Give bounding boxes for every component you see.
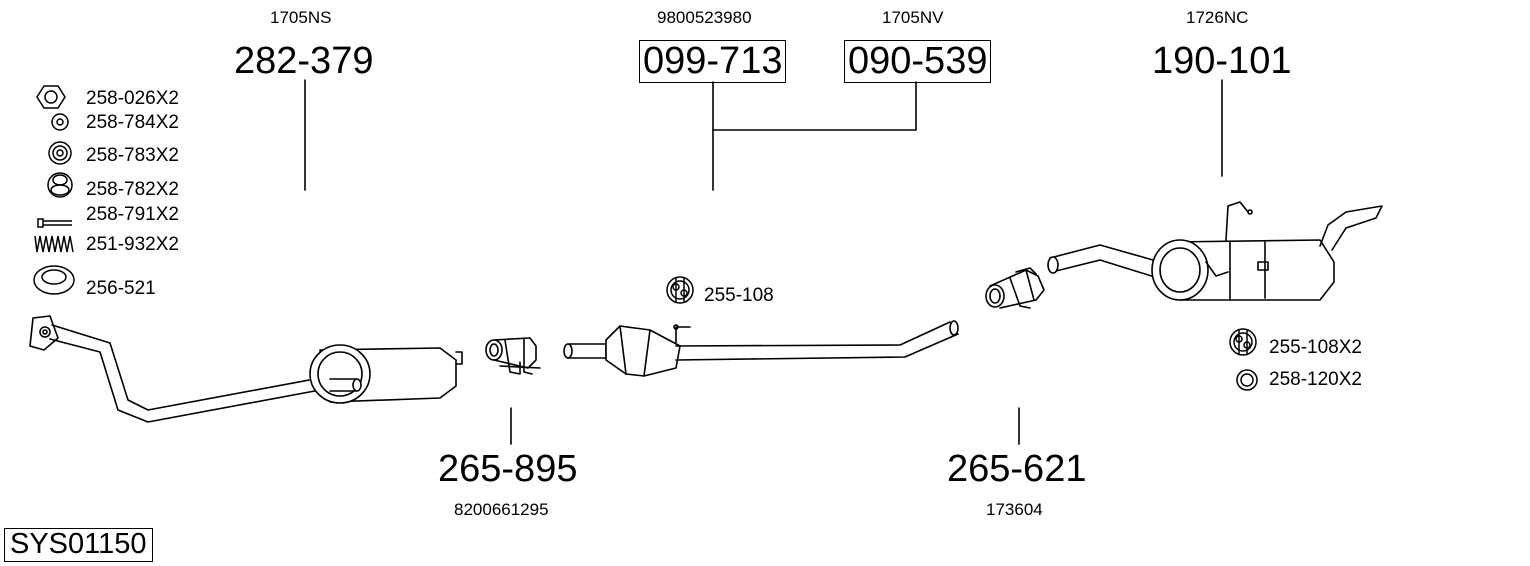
accessory-label-258-791X2[interactable]: 258-791X2 bbox=[86, 204, 179, 225]
part-number-190-101[interactable]: 190-101 bbox=[1152, 40, 1292, 82]
rear-silencer bbox=[1047, 201, 1383, 301]
rubber-hanger-icon bbox=[1229, 328, 1257, 356]
oe-number-282-379: 1705NS bbox=[270, 8, 332, 27]
oe-number-190-101: 1726NC bbox=[1186, 8, 1249, 27]
part-number-265-895[interactable]: 265-895 bbox=[438, 448, 578, 490]
accessory-label-258-026X2[interactable]: 258-026X2 bbox=[86, 88, 179, 109]
catalytic-converter-pipe bbox=[563, 320, 959, 377]
system-id: SYS01150 bbox=[4, 528, 153, 562]
oe-number-265-895: 8200661295 bbox=[454, 500, 549, 519]
leader-lines bbox=[304, 79, 1223, 445]
accessory-label-258-782X2[interactable]: 258-782X2 bbox=[86, 179, 179, 200]
part-number-099-713[interactable]: 099-713 bbox=[639, 40, 787, 83]
part-number-090-539[interactable]: 090-539 bbox=[844, 40, 992, 83]
oe-number-090-539: 1705NV bbox=[882, 8, 944, 27]
washer-icon bbox=[51, 113, 69, 131]
accessory-label-255-108[interactable]: 255-108 bbox=[704, 285, 774, 306]
rubber-hanger-icon bbox=[666, 276, 694, 304]
accessory-label-258-120X2[interactable]: 258-120X2 bbox=[1269, 369, 1362, 390]
front-pipe-silencer bbox=[29, 315, 463, 423]
accessory-label-258-783X2[interactable]: 258-783X2 bbox=[86, 145, 179, 166]
accessory-label-256-521[interactable]: 256-521 bbox=[86, 278, 156, 299]
clamp-265-895 bbox=[485, 337, 541, 375]
oe-number-265-621: 173604 bbox=[986, 500, 1043, 519]
bolt-icon bbox=[37, 218, 72, 228]
accessory-icons-left bbox=[33, 85, 75, 295]
hex-nut-icon bbox=[36, 85, 66, 109]
gasket-ring-icon bbox=[33, 265, 75, 295]
rubber-mount-icon bbox=[47, 172, 73, 198]
accessory-label-251-932X2[interactable]: 251-932X2 bbox=[86, 234, 179, 255]
accessory-label-258-784X2[interactable]: 258-784X2 bbox=[86, 112, 179, 133]
clamp-265-621 bbox=[985, 267, 1045, 309]
accessory-label-255-108X2[interactable]: 255-108X2 bbox=[1269, 337, 1362, 358]
oe-number-099-713: 9800523980 bbox=[657, 8, 752, 27]
o-ring-icon bbox=[1236, 369, 1258, 391]
part-number-282-379[interactable]: 282-379 bbox=[234, 40, 374, 82]
rubber-ring-icon bbox=[48, 141, 72, 165]
part-number-265-621[interactable]: 265-621 bbox=[947, 448, 1087, 490]
spring-icon bbox=[34, 235, 74, 253]
